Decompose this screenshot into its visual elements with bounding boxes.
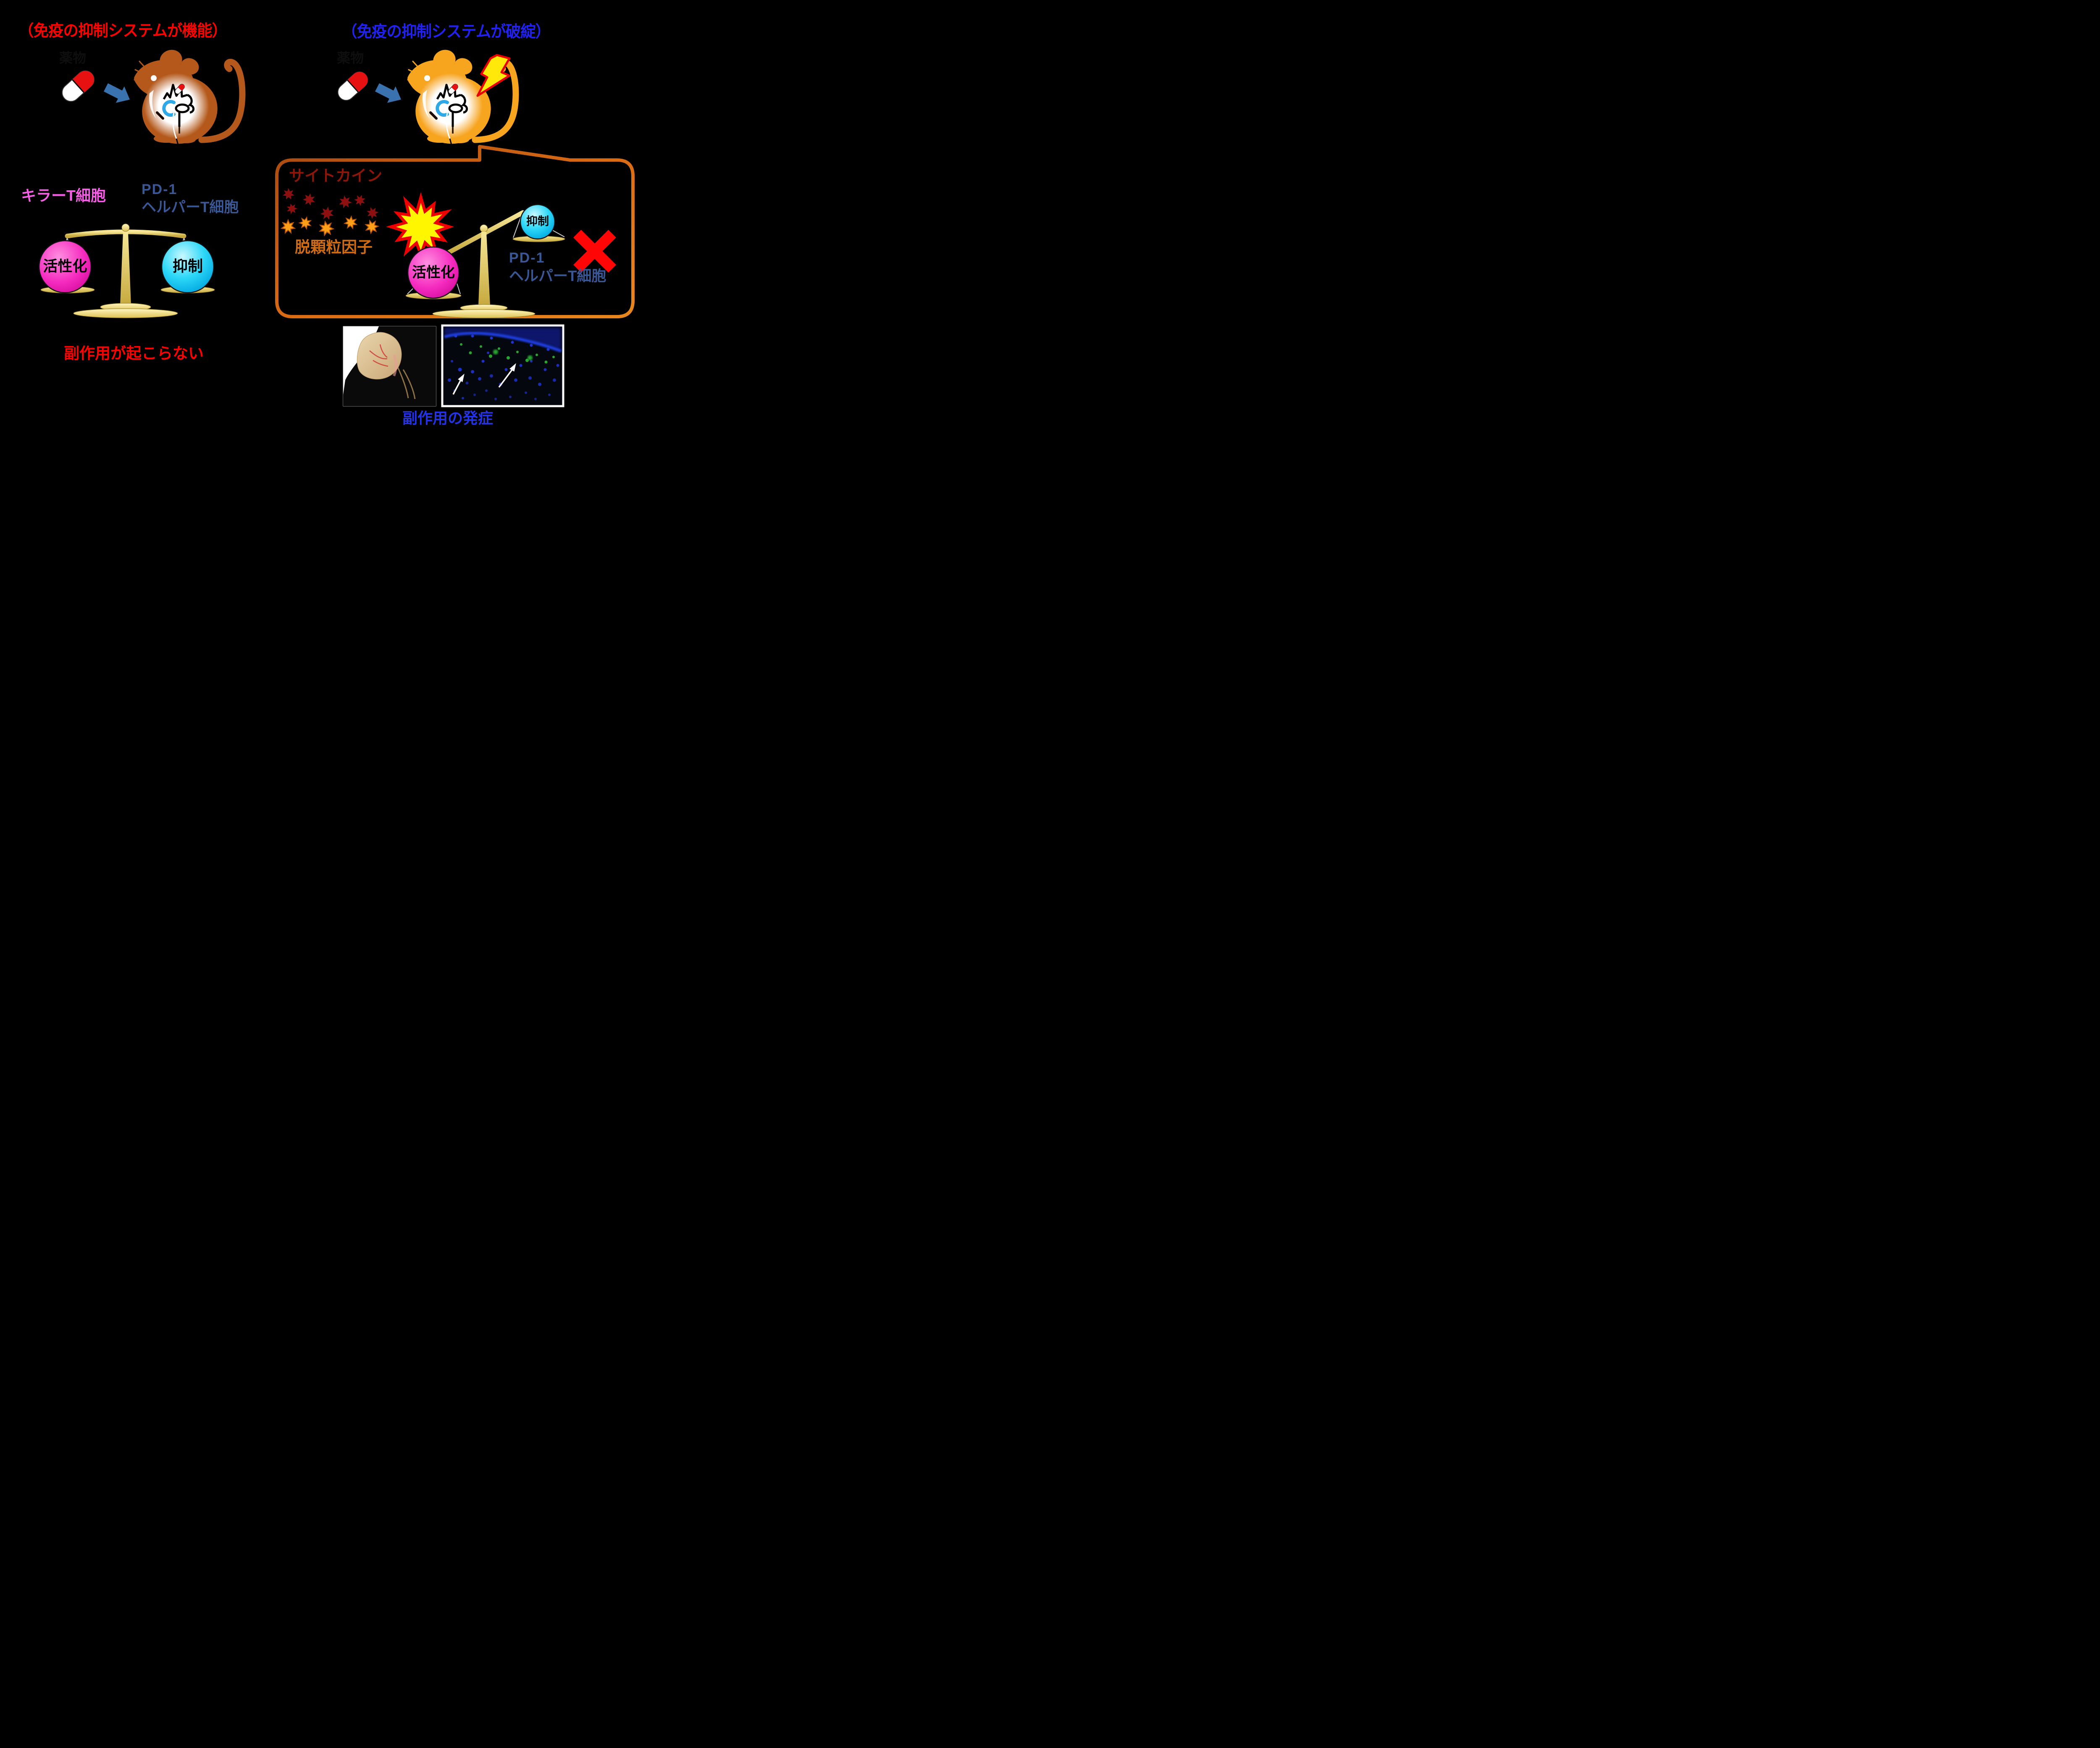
pd1-label-left: PD-1 — [142, 181, 178, 197]
pd1-label-right: PD-1 — [509, 250, 545, 266]
drug-label-right: 薬物 — [337, 50, 364, 66]
helper-t-label-right: ヘルパーT細胞 — [509, 268, 606, 284]
suppression-label-right: 抑制 — [526, 215, 549, 228]
mouse-normal — [134, 47, 242, 150]
balance-scale-tilted — [405, 204, 565, 318]
arrow-icon-right — [373, 79, 406, 108]
diagram-artwork — [38, 0, 635, 407]
balance-scale-balanced — [38, 223, 215, 318]
capsule-icon-right — [334, 68, 372, 105]
activation-ball-right — [407, 246, 460, 299]
activation-label-right: 活性化 — [412, 265, 455, 281]
suppression-label-left: 抑制 — [172, 257, 203, 275]
killer-t-label: キラーT細胞 — [21, 187, 106, 204]
photo-caption: 副作用の発症 — [402, 409, 494, 427]
fluorescence-micrograph — [441, 324, 564, 407]
activation-ball-left — [38, 240, 92, 294]
diagram-canvas: （免疫の抑制システムが機能） （免疫の抑制システムが破綻） 薬物 薬物 キラーT… — [0, 0, 649, 461]
activation-label-left: 活性化 — [43, 258, 87, 275]
explosion-icon — [386, 192, 454, 259]
lightning-icon — [476, 54, 511, 97]
outcome-label: 副作用が起こらない — [64, 345, 204, 362]
drug-label-left: 薬物 — [59, 50, 87, 66]
right-title: （免疫の抑制システムが破綻） — [342, 23, 551, 41]
helper-t-label-left: ヘルパーT細胞 — [142, 199, 239, 215]
left-title: （免疫の抑制システムが機能） — [18, 22, 227, 40]
suppression-ball-left — [161, 240, 215, 294]
cytokine-label: サイトカイン — [289, 167, 382, 184]
micrograph-arrows — [452, 363, 516, 395]
arrow-icon-left — [102, 79, 134, 108]
mouse-ear-photo — [343, 326, 436, 407]
capsule-icon-left — [58, 66, 99, 106]
cytokine-stars — [283, 188, 380, 220]
degranulation-label: 脱顆粒因子 — [295, 239, 373, 256]
degranulation-stars — [281, 215, 380, 236]
suppression-ball-right — [520, 204, 556, 240]
x-mark-icon — [573, 230, 616, 273]
